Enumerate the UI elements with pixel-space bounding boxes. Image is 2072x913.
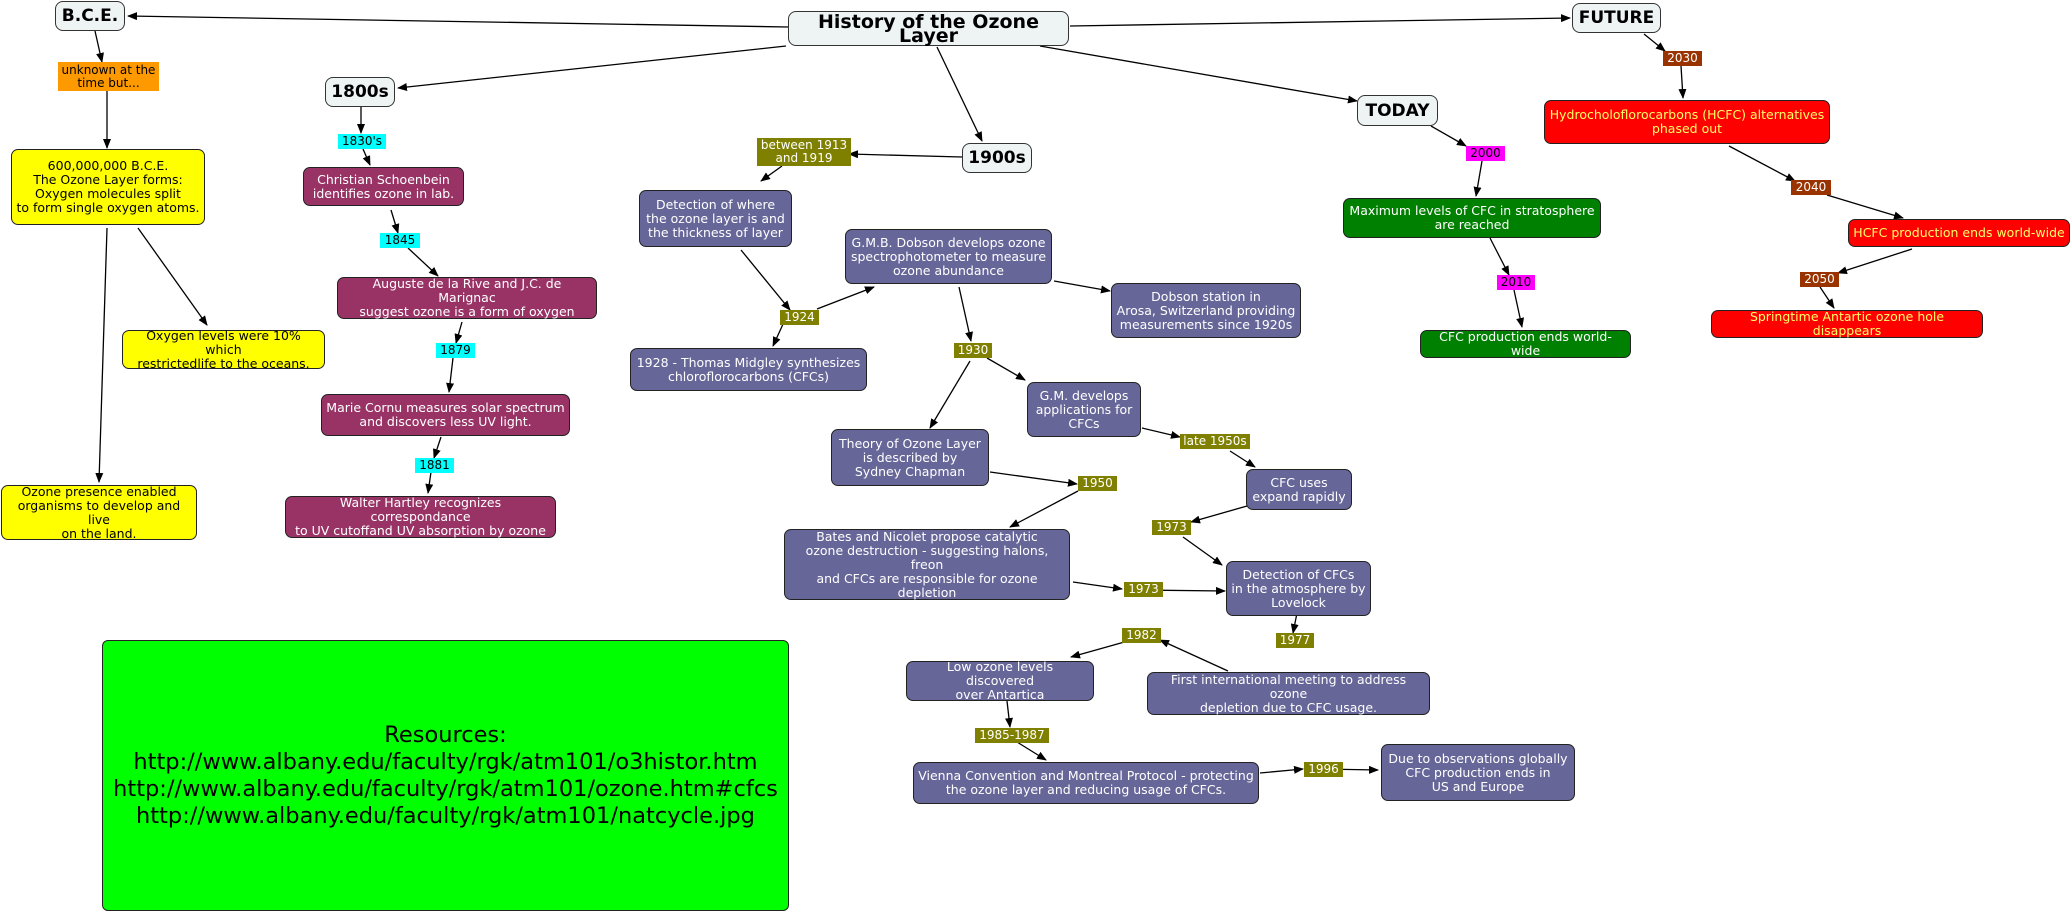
link-label-1973-a: 1973 xyxy=(1152,520,1191,535)
node-chapman[interactable]: Theory of Ozone Layer is described by Sy… xyxy=(831,429,989,486)
link-label-1924: 1924 xyxy=(780,310,819,325)
node-hartley[interactable]: Walter Hartley recognizes correspondance… xyxy=(285,496,556,538)
link-label-1996: 1996 xyxy=(1304,762,1343,777)
link-label-1879: 1879 xyxy=(436,343,475,358)
link-label-2040: 2040 xyxy=(1791,180,1831,195)
resource-link[interactable]: http://www.albany.edu/faculty/rgk/atm101… xyxy=(136,802,755,829)
link-label-2000: 2000 xyxy=(1466,146,1505,161)
node-us-europe[interactable]: Due to observations globally CFC product… xyxy=(1381,744,1575,801)
node-low-ozone-antartica[interactable]: Low ozone levels discovered over Antarti… xyxy=(906,660,1094,702)
resources-heading: Resources: xyxy=(384,721,507,748)
link-label-1973-b: 1973 xyxy=(1124,582,1163,597)
node-schoenbein[interactable]: Christian Schoenbein identifies ozone in… xyxy=(303,167,464,206)
era-node-bce[interactable]: B.C.E. xyxy=(55,1,125,31)
era-node-today[interactable]: TODAY xyxy=(1357,95,1438,126)
link-label-1977: 1977 xyxy=(1276,633,1314,648)
node-cfc-uses-expand[interactable]: CFC uses expand rapidly xyxy=(1246,469,1352,510)
node-ozone-presence[interactable]: Ozone presence enabled organisms to deve… xyxy=(1,484,197,540)
node-lovelock[interactable]: Detection of CFCs in the atmosphere by L… xyxy=(1226,561,1371,616)
era-node-future[interactable]: FUTURE xyxy=(1572,3,1661,33)
node-arosa[interactable]: Dobson station in Arosa, Switzerland pro… xyxy=(1111,283,1301,338)
node-hcfc-production-ends[interactable]: HCFC production ends world-wide xyxy=(1848,219,2070,247)
link-label-1950: 1950 xyxy=(1078,476,1117,491)
node-dobson[interactable]: G.M.B. Dobson develops ozone spectrophot… xyxy=(845,229,1052,284)
node-gm-applications[interactable]: G.M. develops applications for CFCs xyxy=(1027,382,1141,437)
node-ozone-layer-forms[interactable]: 600,000,000 B.C.E. The Ozone Layer forms… xyxy=(11,149,205,225)
link-label-2050: 2050 xyxy=(1800,272,1839,287)
resources-box: Resources: http://www.albany.edu/faculty… xyxy=(102,640,789,911)
link-label-1982: 1982 xyxy=(1122,628,1161,643)
node-bates-nicolet[interactable]: Bates and Nicolet propose catalytic ozon… xyxy=(784,529,1070,600)
node-vienna-montreal[interactable]: Vienna Convention and Montreal Protocol … xyxy=(913,762,1259,804)
resource-link[interactable]: http://www.albany.edu/faculty/rgk/atm101… xyxy=(133,748,758,775)
node-midgley[interactable]: 1928 - Thomas Midgley synthesizes chloro… xyxy=(630,348,867,391)
era-node-1900s[interactable]: 1900s xyxy=(962,143,1032,173)
link-label-2010: 2010 xyxy=(1497,275,1535,290)
era-node-1800s[interactable]: 1800s xyxy=(325,77,395,107)
node-oxygen-levels[interactable]: Oxygen levels were 10% which restrictedl… xyxy=(122,328,325,370)
node-de-la-rive[interactable]: Auguste de la Rive and J.C. de Marignac … xyxy=(337,277,597,319)
link-label-between-1913-1919: between 1913 and 1919 xyxy=(757,138,851,166)
node-hcfc-alternatives[interactable]: Hydrocholoflorocarbons (HCFC) alternativ… xyxy=(1544,100,1830,144)
link-label-late-1950s: late 1950s xyxy=(1180,434,1250,449)
node-first-international-meeting[interactable]: First international meeting to address o… xyxy=(1147,672,1430,715)
link-label-unknown: unknown at the time but... xyxy=(58,62,159,91)
link-label-1930: 1930 xyxy=(954,343,992,358)
node-cfc-production-ends[interactable]: CFC production ends world-wide xyxy=(1420,330,1631,358)
resource-link[interactable]: http://www.albany.edu/faculty/rgk/atm101… xyxy=(113,775,778,802)
link-label-1881: 1881 xyxy=(415,458,454,473)
node-cornu[interactable]: Marie Cornu measures solar spectrum and … xyxy=(321,394,570,436)
link-label-1830s: 1830's xyxy=(338,134,386,149)
node-springtime-ozone-hole[interactable]: Springtime Antartic ozone hole disappear… xyxy=(1711,310,1983,338)
link-label-1845: 1845 xyxy=(380,233,420,248)
root-title-node[interactable]: History of the Ozone Layer xyxy=(788,11,1069,46)
node-max-cfc-levels[interactable]: Maximum levels of CFC in stratosphere ar… xyxy=(1343,198,1601,238)
node-detection-layer[interactable]: Detection of where the ozone layer is an… xyxy=(639,190,792,247)
link-label-2030: 2030 xyxy=(1663,51,1702,66)
link-label-1985-1987: 1985-1987 xyxy=(975,728,1049,743)
